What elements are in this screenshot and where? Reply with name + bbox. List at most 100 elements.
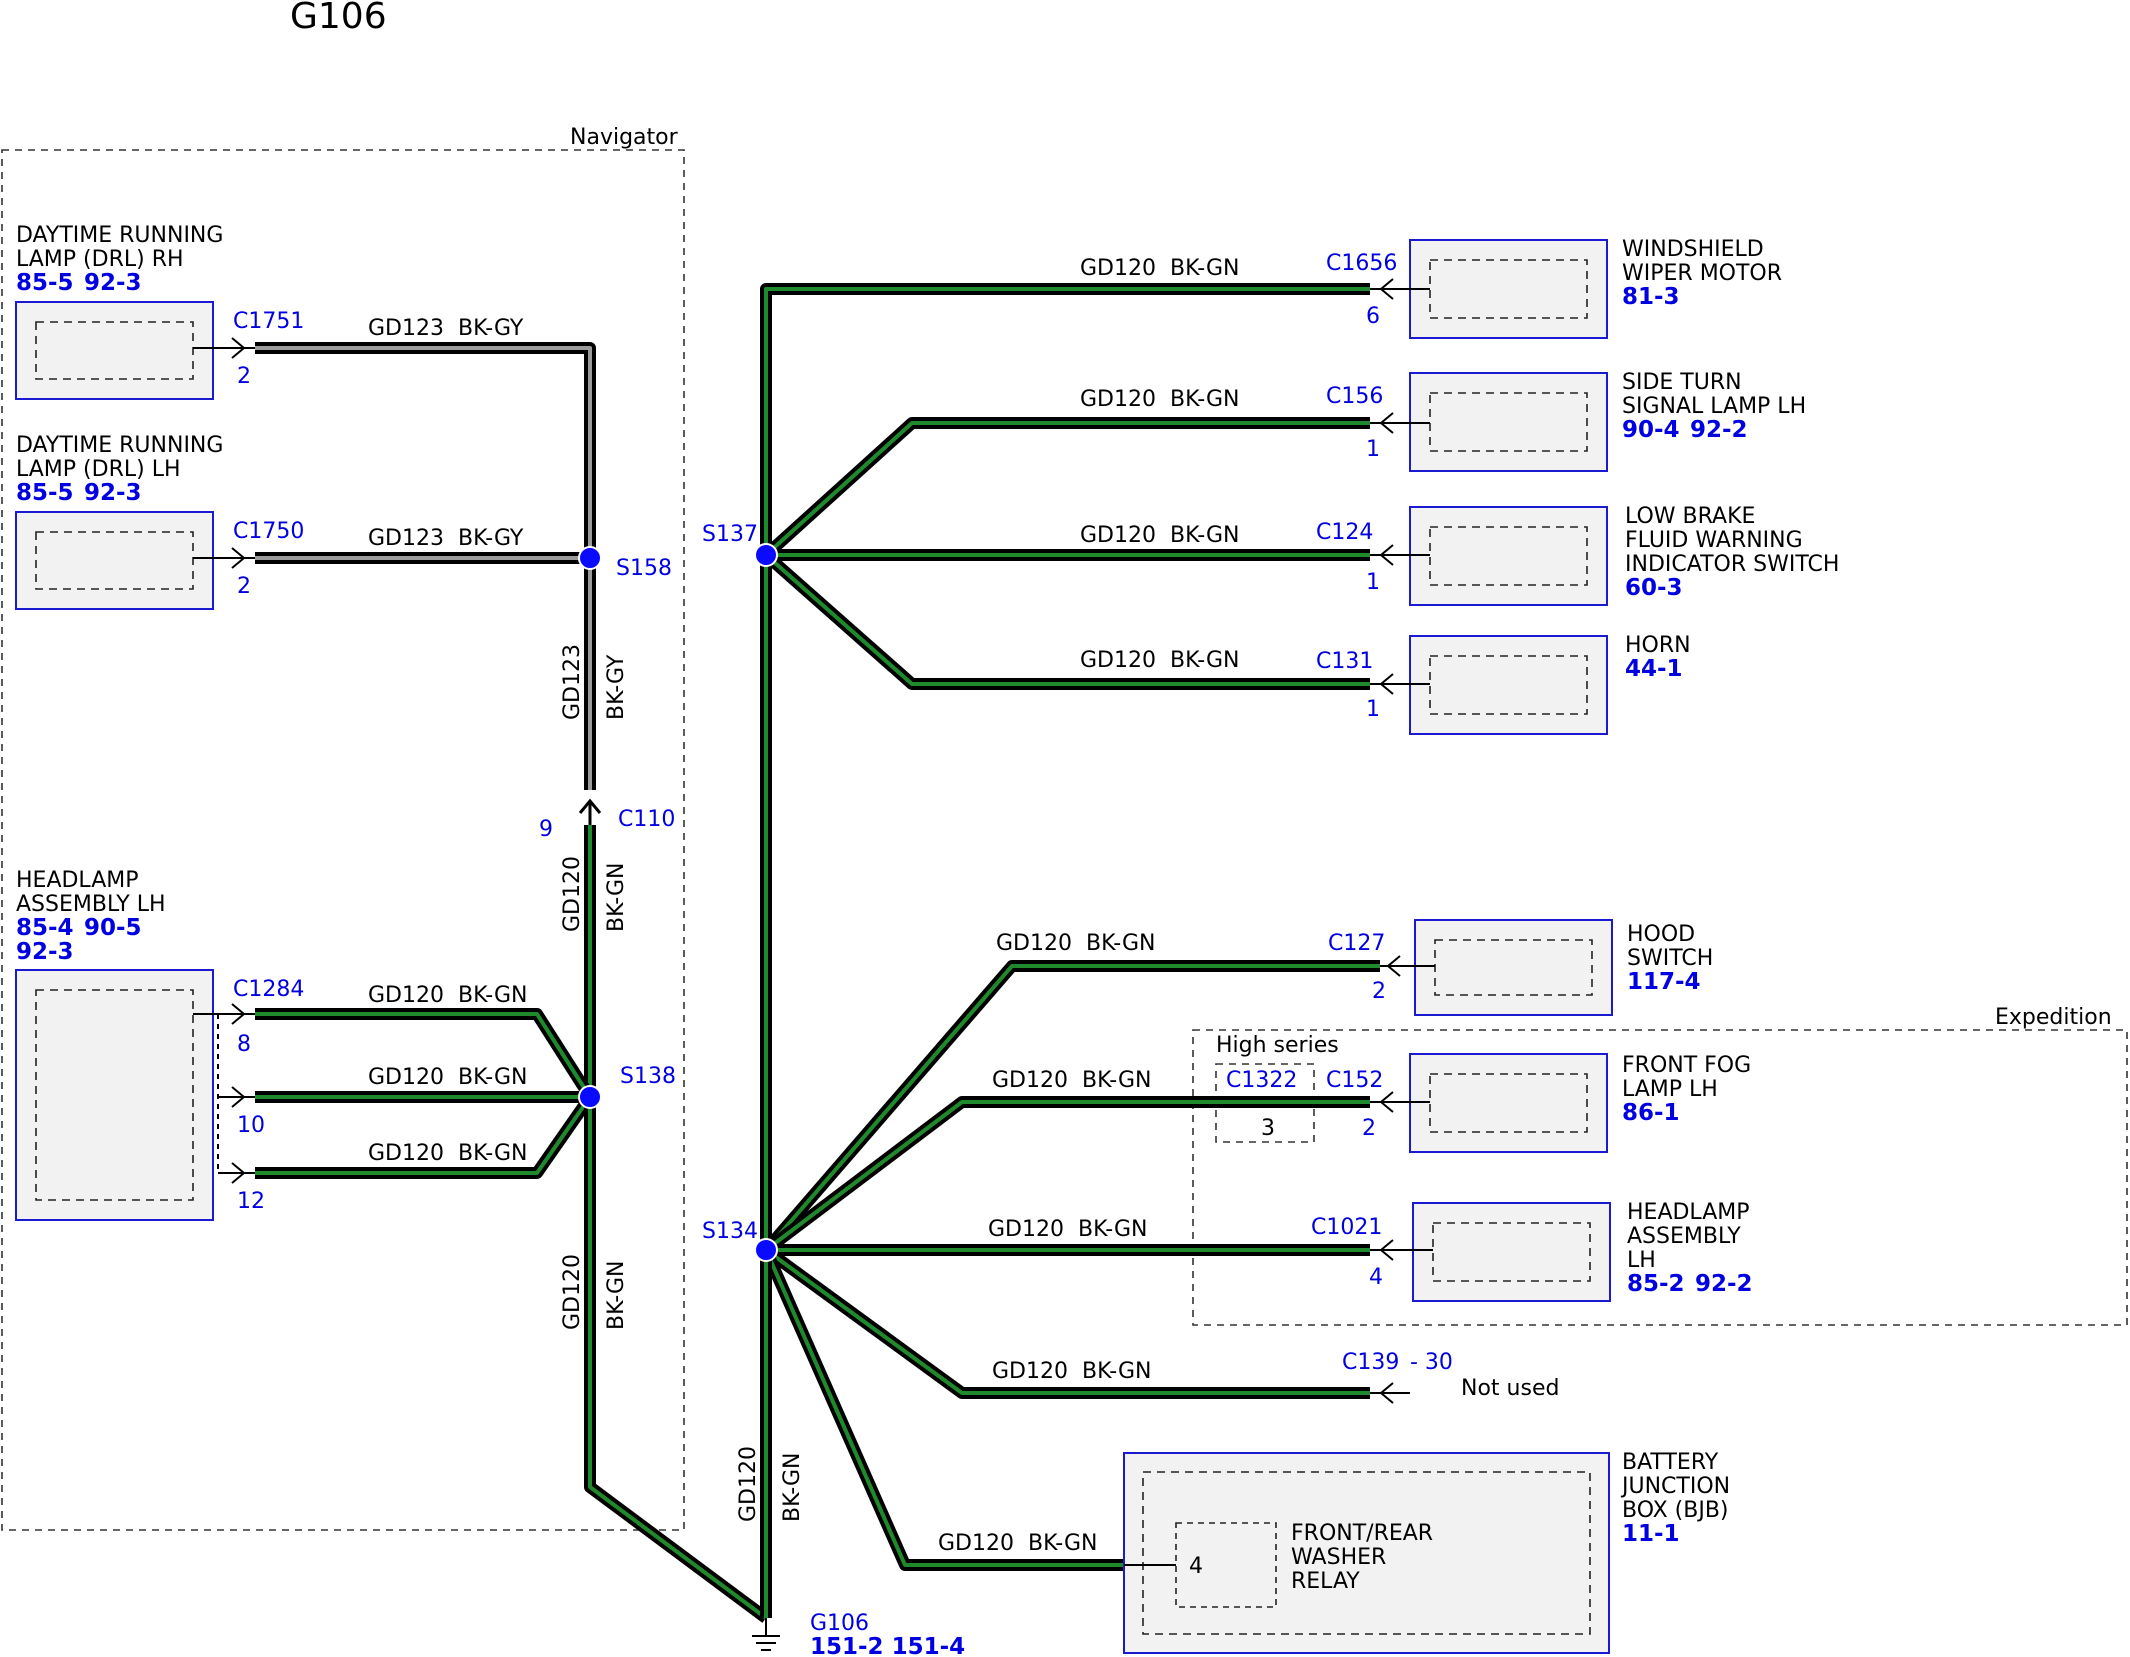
svg-text:DAYTIME RUNNING: DAYTIME RUNNING <box>16 223 223 248</box>
component-windshield-wiper-motor[interactable]: WINDSHIELD WIPER MOTOR 81-3 <box>1370 237 1782 339</box>
wire-gd120-c1284-pin8[interactable] <box>255 1008 596 1101</box>
svg-text:4: 4 <box>1369 1265 1383 1290</box>
svg-text:GD120: GD120 <box>368 1141 444 1166</box>
wire-gd120-s134-c139[interactable] <box>762 1245 1370 1399</box>
svg-text:11-1: 11-1 <box>1622 1521 1680 1547</box>
svg-text:GD120: GD120 <box>992 1359 1068 1384</box>
svg-text:BK-GY: BK-GY <box>458 316 524 341</box>
wire-label-c139: GD120 BK-GN <box>992 1359 1151 1384</box>
svg-text:G106: G106 <box>810 1611 869 1636</box>
svg-text:85-5: 85-5 <box>16 270 74 296</box>
connector-c1751[interactable]: C1751 2 <box>233 309 304 389</box>
splice-s138[interactable]: S138 <box>578 1064 676 1109</box>
svg-text:SIDE TURN: SIDE TURN <box>1622 370 1742 395</box>
connector-c1021[interactable]: C1021 4 <box>1311 1215 1383 1290</box>
component-front-rear-washer-relay[interactable]: FRONT/REAR WASHER RELAY <box>1291 1521 1433 1594</box>
svg-text:SWITCH: SWITCH <box>1627 946 1713 971</box>
svg-text:C110: C110 <box>618 807 675 832</box>
wire-label-c152: GD120 BK-GN <box>992 1068 1151 1093</box>
connector-c1656[interactable]: C1656 6 <box>1326 251 1397 329</box>
svg-text:2: 2 <box>237 574 251 599</box>
wire-gd120-s138-g106[interactable] <box>584 1097 770 1623</box>
svg-text:ASSEMBLY LH: ASSEMBLY LH <box>16 892 166 917</box>
svg-text:LOW BRAKE: LOW BRAKE <box>1625 504 1755 529</box>
svg-text:GD123: GD123 <box>368 526 444 551</box>
component-headlamp-lh-navigator[interactable]: HEADLAMP ASSEMBLY LH 85-4 90-5 92-3 <box>15 868 255 1221</box>
wire-gd120-s134-bjb[interactable] <box>760 1247 1124 1571</box>
diagram-title: G106 <box>290 0 387 37</box>
wire-gd120-c1284-pin12[interactable] <box>255 1093 595 1179</box>
svg-text:BK-GN: BK-GN <box>1082 1068 1151 1093</box>
wire-label-drl-rh: GD123 BK-GY <box>368 316 524 341</box>
svg-text:BK-GN: BK-GN <box>1170 523 1239 548</box>
svg-text:BK-GN: BK-GN <box>1170 648 1239 673</box>
wire-gd120-s137-c131[interactable] <box>762 550 1370 690</box>
connector-c1750[interactable]: C1750 2 <box>233 519 304 599</box>
component-drl-lh[interactable]: DAYTIME RUNNING LAMP (DRL) LH 85-5 92-3 <box>15 433 255 610</box>
component-low-brake-fluid-switch[interactable]: LOW BRAKE FLUID WARNING INDICATOR SWITCH… <box>1370 504 1839 606</box>
connector-c156[interactable]: C156 1 <box>1326 384 1383 462</box>
splice-s134[interactable]: S134 <box>702 1219 778 1262</box>
connector-c131[interactable]: C131 1 <box>1316 649 1380 722</box>
svg-text:GD120: GD120 <box>368 1065 444 1090</box>
svg-text:BK-GN: BK-GN <box>1078 1217 1147 1242</box>
svg-text:117-4: 117-4 <box>1627 969 1701 995</box>
wire-gd120-s134-c127[interactable] <box>761 960 1380 1254</box>
splice-s158[interactable]: S158 <box>578 546 672 581</box>
svg-text:GD123: GD123 <box>368 316 444 341</box>
svg-text:2: 2 <box>1362 1116 1376 1141</box>
wire-label-drl-lh: GD123 BK-GY <box>368 526 524 551</box>
connector-c124[interactable]: C124 1 <box>1316 520 1380 595</box>
svg-text:C1656: C1656 <box>1326 251 1397 276</box>
wire-gd123-drl-rh[interactable] <box>255 342 596 558</box>
wire-gd120-s137-c1656[interactable] <box>760 283 1370 555</box>
connector-c110[interactable]: C110 9 <box>539 798 675 842</box>
svg-text:BK-GN: BK-GN <box>1082 1359 1151 1384</box>
component-headlamp-lh-expedition[interactable]: HEADLAMP ASSEMBLY LH 85-2 92-2 <box>1370 1200 1753 1302</box>
svg-text:GD120: GD120 <box>1080 523 1156 548</box>
component-drl-rh[interactable]: DAYTIME RUNNING LAMP (DRL) RH 85-5 92-3 <box>15 223 255 400</box>
connector-c152[interactable]: C152 2 <box>1326 1068 1383 1141</box>
component-front-fog-lamp[interactable]: FRONT FOG LAMP LH 86-1 <box>1370 1053 1751 1153</box>
svg-text:LAMP (DRL) RH: LAMP (DRL) RH <box>16 247 184 272</box>
svg-text:BK-GY: BK-GY <box>458 526 524 551</box>
wire-gd120-s137-c156[interactable] <box>761 417 1370 560</box>
expedition-area-label: Expedition <box>1995 1005 2112 1030</box>
component-horn[interactable]: HORN 44-1 <box>1370 633 1691 735</box>
svg-text:90-4: 90-4 <box>1622 417 1680 443</box>
connector-c139[interactable]: C139 - 30 Not used <box>1342 1350 1559 1404</box>
svg-text:HEADLAMP: HEADLAMP <box>16 868 139 893</box>
connector-c127[interactable]: C127 2 <box>1328 931 1386 1004</box>
component-battery-junction-box[interactable]: 4 FRONT/REAR WASHER RELAY BATTERY JUNCTI… <box>1123 1450 1730 1654</box>
splice-s137[interactable]: S137 <box>702 522 778 567</box>
svg-text:C1751: C1751 <box>233 309 304 334</box>
svg-text:151-2 151-4: 151-2 151-4 <box>810 1634 965 1657</box>
connector-c1284[interactable]: C1284 8 10 12 <box>233 977 304 1214</box>
svg-text:1: 1 <box>1366 697 1380 722</box>
wire-label-vert-gd120-lower: GD120 <box>560 1254 585 1330</box>
svg-text:WASHER: WASHER <box>1291 1545 1386 1570</box>
svg-text:10: 10 <box>237 1113 265 1138</box>
svg-text:WIPER MOTOR: WIPER MOTOR <box>1622 261 1782 286</box>
svg-text:12: 12 <box>237 1189 265 1214</box>
svg-text:RELAY: RELAY <box>1291 1569 1360 1594</box>
svg-text:6: 6 <box>1366 304 1380 329</box>
svg-text:8: 8 <box>237 1032 251 1057</box>
svg-text:C124: C124 <box>1316 520 1373 545</box>
svg-text:JUNCTION: JUNCTION <box>1620 1474 1730 1499</box>
svg-text:GD120: GD120 <box>996 931 1072 956</box>
wire-gd120-s134-c152[interactable] <box>762 1096 1370 1255</box>
c139-not-used-note: Not used <box>1461 1376 1559 1401</box>
connector-c1322[interactable]: C1322 3 <box>1226 1068 1297 1141</box>
svg-text:SIGNAL LAMP LH: SIGNAL LAMP LH <box>1622 394 1806 419</box>
expedition-area <box>1192 1029 2128 1326</box>
wire-label-vert-bk-gn-lower: BK-GN <box>604 1261 629 1330</box>
wire-label-vert-gd120-ground: GD120 <box>736 1446 761 1522</box>
svg-text:2: 2 <box>237 364 251 389</box>
svg-text:C156: C156 <box>1326 384 1383 409</box>
component-hood-switch[interactable]: HOOD SWITCH 117-4 <box>1380 919 1713 1016</box>
svg-text:GD120: GD120 <box>1080 256 1156 281</box>
component-side-turn-signal-lamp[interactable]: SIDE TURN SIGNAL LAMP LH 90-4 92-2 <box>1370 370 1806 472</box>
ground-g106[interactable]: G106 151-2 151-4 <box>752 1611 965 1657</box>
